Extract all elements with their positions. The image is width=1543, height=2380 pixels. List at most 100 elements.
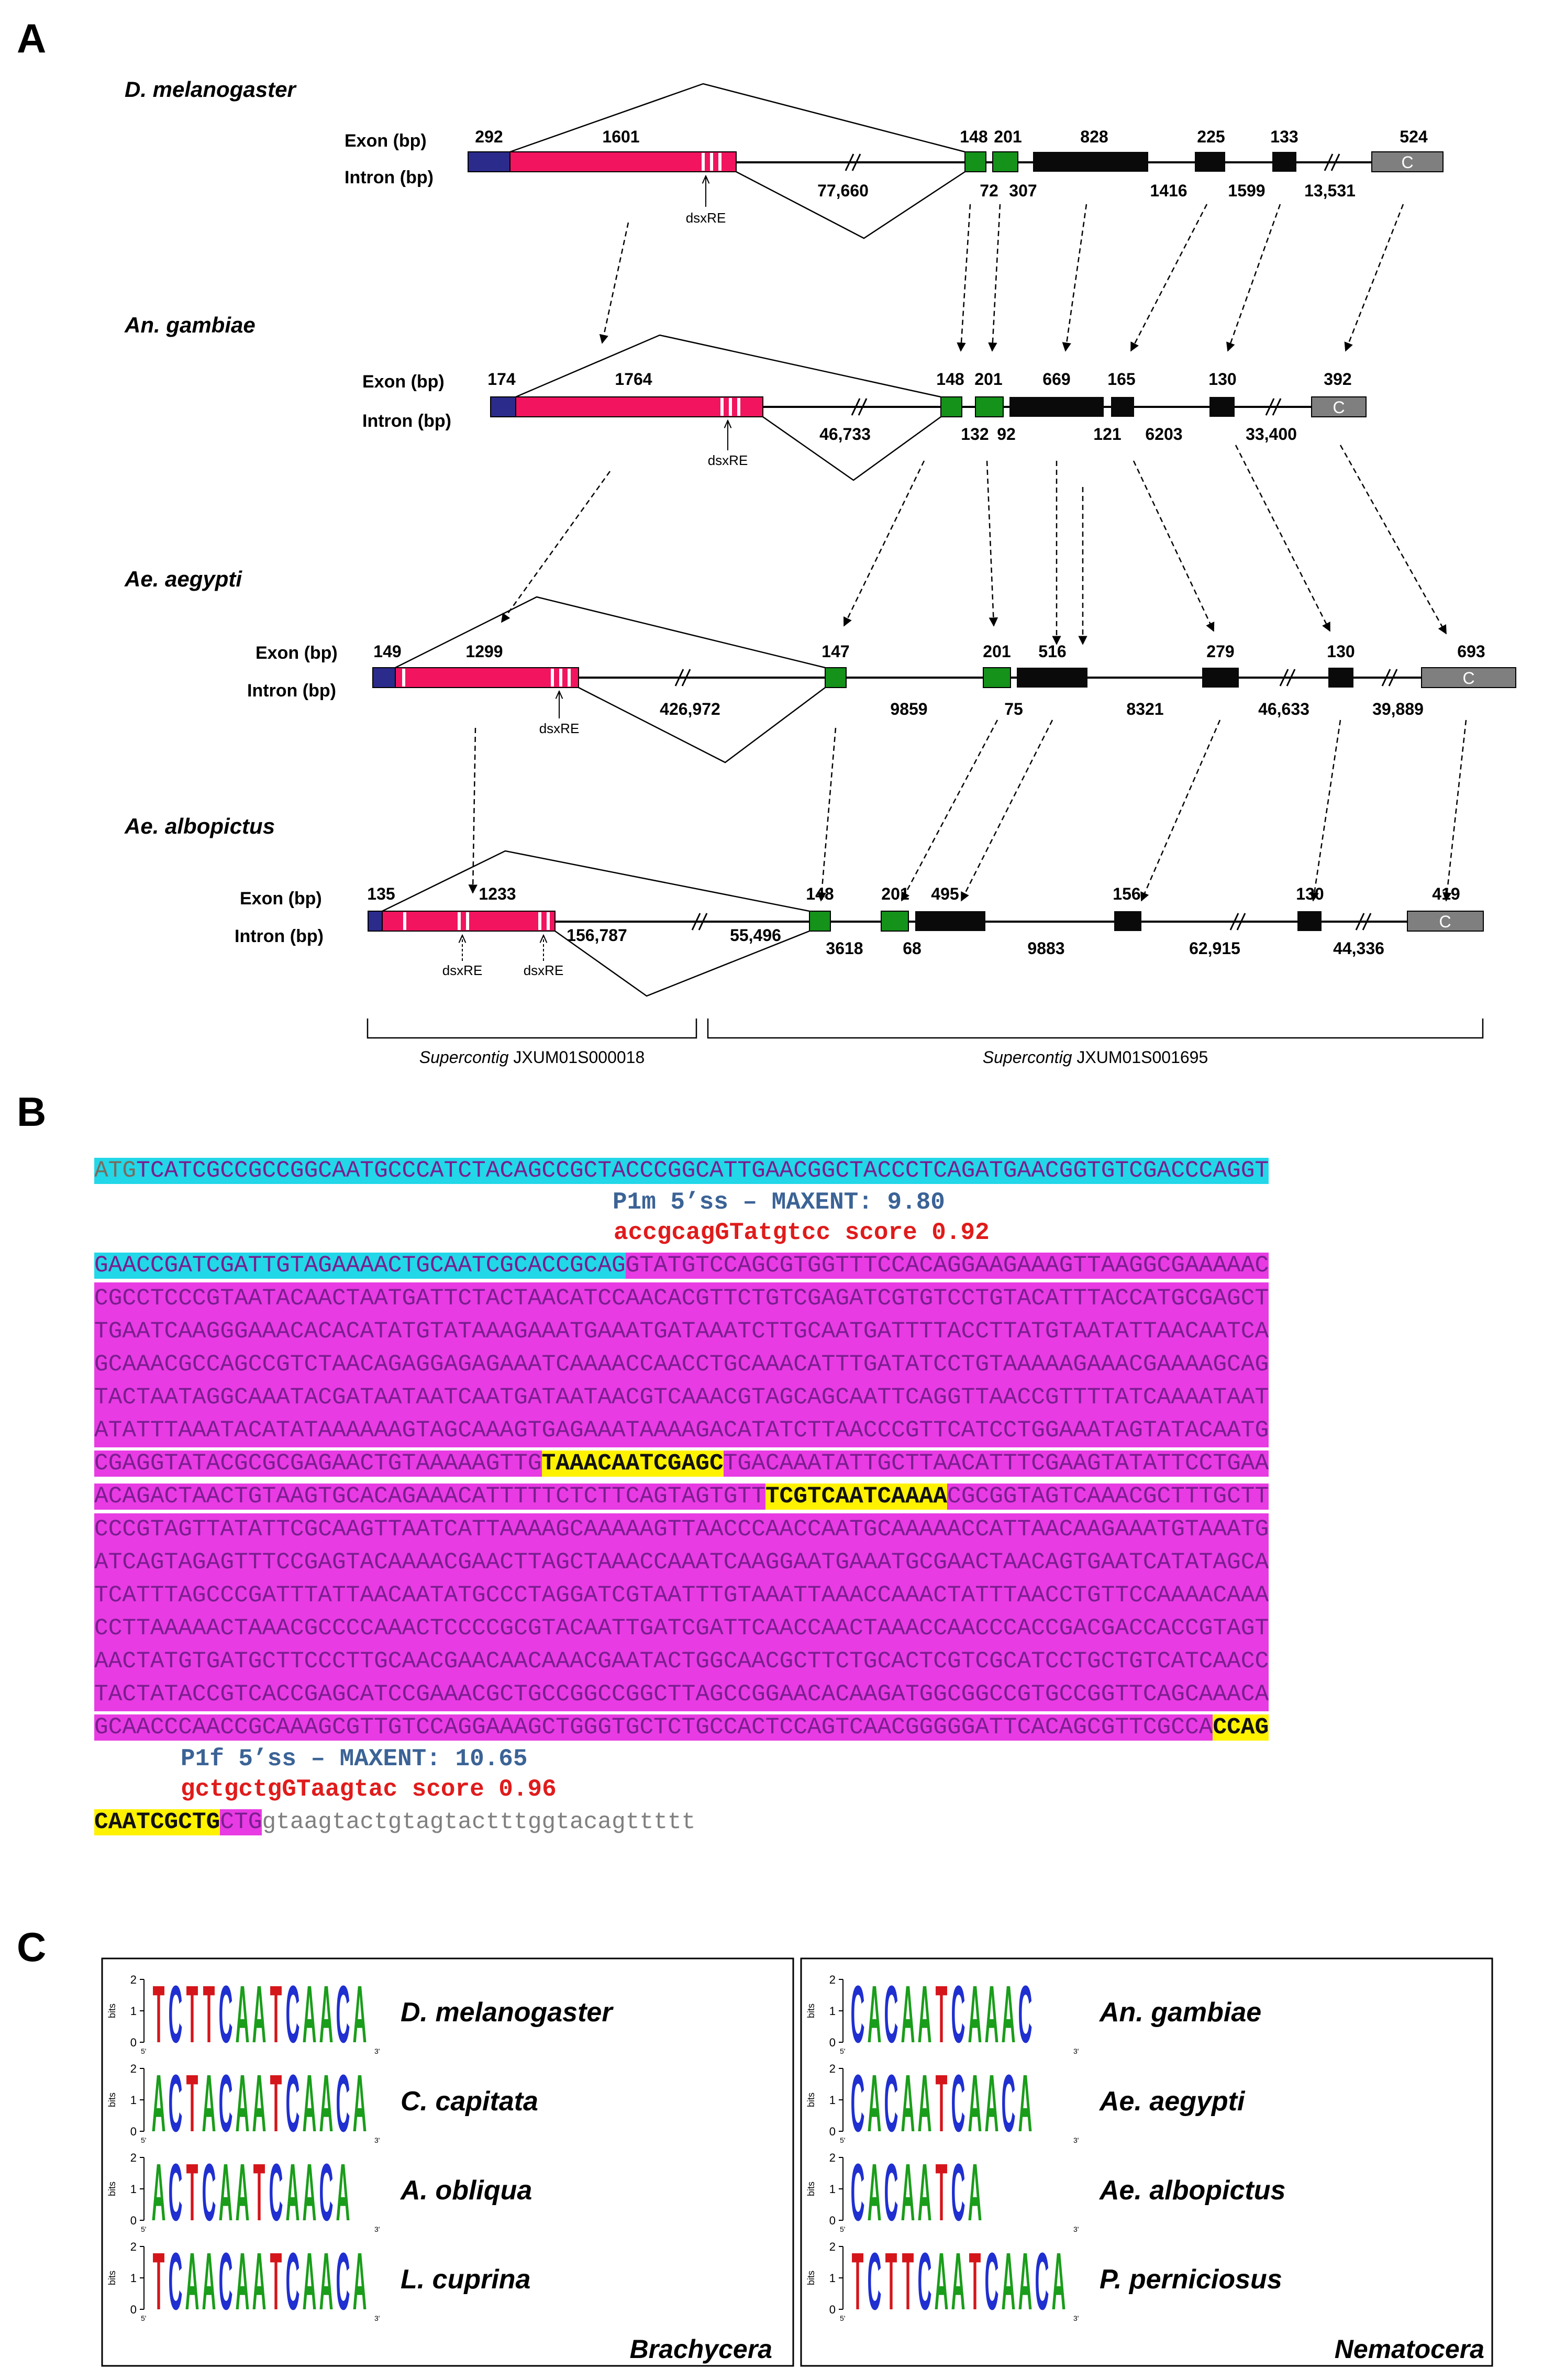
exon-length: 292	[475, 127, 503, 146]
seq-line-end: CAATCGCTGCTGgtaagtactgtagtactttggtacagtt…	[94, 1806, 1518, 1839]
logo-letter: T	[936, 2147, 948, 2238]
exon-box	[1328, 668, 1353, 688]
dsxre-label: dsxRE	[686, 210, 726, 226]
splice-arc-upper	[395, 596, 826, 669]
logo-axis-label: bits	[107, 2271, 117, 2285]
logo-axis-label: bits	[107, 2182, 117, 2196]
seq-line-last: GCAACCCAACCGCAAAGCGTTGTCCAGGAAAGCTGGGTGC…	[94, 1711, 1518, 1744]
exon-box	[1017, 668, 1087, 688]
logo-5prime: 5'	[840, 2047, 845, 2055]
seq-line-dsxre-2: ACAGACTAACTGTAAGTGCACAGAAACATTTTTCTCTTCA…	[94, 1480, 1518, 1513]
logo-species-name: D. melanogaster	[401, 1997, 614, 2028]
p1f-title: P1f 5’ss – MAXENT: 10.65	[181, 1745, 528, 1773]
logo-letter: A	[901, 2058, 915, 2149]
exon-length: 1764	[615, 370, 652, 389]
exon-box	[1202, 668, 1239, 688]
intron-length: 92	[997, 425, 1016, 444]
logo-5prime: 5'	[840, 2136, 845, 2144]
logo-tick-label: 2	[829, 2151, 836, 2164]
logo-tick-label: 1	[829, 2183, 836, 2196]
seq-line: TCATTTAGCCCGATTTATTAACAATATGCCCTAGGATCGT…	[94, 1579, 1269, 1612]
logo-letter: C	[985, 2236, 999, 2327]
logo-letter: C	[169, 1969, 183, 2060]
logo-tick-label: 2	[829, 1973, 836, 1986]
logo-letter: C	[951, 1969, 965, 2060]
intron-length: 307	[1009, 181, 1037, 200]
supercontig-label-1: Supercontig JXUM01S000018	[419, 1048, 645, 1067]
exon-length: 419	[1432, 884, 1460, 903]
logo-tick-label: 2	[130, 2240, 137, 2253]
seq-line: ATATTTAAATACATATAAAAAAGTAGCAAAGTGAGAAATA…	[94, 1414, 1269, 1447]
logo-species-name: L. cuprina	[401, 2264, 530, 2295]
logo-letter: A	[1002, 1969, 1016, 2060]
logo-letter: C	[336, 2058, 350, 2149]
c-label: C	[1333, 398, 1345, 417]
logo-letter: T	[270, 2236, 282, 2327]
dsxre-mark	[568, 669, 571, 687]
logo-letter: T	[153, 1969, 165, 2060]
splice-arc-upper	[515, 334, 941, 398]
intron-length: 62,915	[1189, 939, 1240, 958]
dsxre-mark	[729, 398, 732, 416]
logo-letter: A	[353, 2236, 367, 2327]
intron-sequence: gtaagtactgtagtactttggtacagttttt	[262, 1809, 696, 1835]
exon-length: 1233	[479, 884, 516, 903]
logo-letter: A	[236, 2058, 250, 2149]
logo-letter: A	[1052, 2236, 1066, 2327]
logo-letter: A	[985, 1969, 999, 2060]
logo-letter: C	[286, 1969, 300, 2060]
exon-length: 130	[1327, 642, 1355, 661]
logo-3prime: 3'	[1073, 2136, 1079, 2144]
logo-letter: A	[236, 2147, 250, 2238]
species-name: Ae. albopictus	[124, 814, 275, 838]
exon-row-label: Exon (bp)	[345, 131, 427, 151]
logo-letter: A	[868, 2058, 882, 2149]
seq-magenta: ACAGACTAACTGTAAGTGCACAGAAACATTTTTCTCTTCA…	[94, 1484, 765, 1510]
exon-box	[940, 396, 962, 417]
intron-length: 3618	[826, 939, 863, 958]
logo-letter: A	[868, 1969, 882, 2060]
logo-tick-label: 0	[130, 2214, 137, 2227]
logo-letter: C	[219, 2236, 233, 2327]
c-label: C	[1462, 669, 1474, 688]
c-terminal-exon	[1311, 396, 1367, 417]
logo-letter: A	[252, 1969, 267, 2060]
logo-tick-label: 1	[130, 2183, 137, 2196]
logo-letter: A	[152, 2147, 166, 2238]
exon-length: 201	[974, 370, 1002, 389]
logo-letter: C	[851, 2058, 865, 2149]
logo-tick-label: 1	[130, 2005, 137, 2018]
exon-box	[1114, 911, 1141, 931]
logo-letter: C	[336, 2236, 350, 2327]
group-name: Nematocera	[1335, 2334, 1484, 2364]
exon-length: 201	[881, 884, 909, 903]
supercontig-label-2: Supercontig JXUM01S001695	[983, 1048, 1208, 1067]
species-row-ae-albopictus: Ae. albopictus Exon (bp) Intron (bp) C d…	[124, 814, 1484, 997]
dsxre-highlight: TCGTCAATCAAAA	[765, 1484, 947, 1510]
exon-length: 516	[1038, 642, 1066, 661]
logo-letter: A	[353, 1969, 367, 2060]
exon-box	[1297, 911, 1322, 931]
logo-letter: A	[236, 1969, 250, 2060]
c-label: C	[1439, 912, 1451, 931]
logo-axis-label: bits	[806, 2182, 816, 2196]
logo-letter: C	[219, 1969, 233, 2060]
utr-box	[372, 667, 396, 688]
logo-tick-label: 2	[130, 2062, 137, 2075]
exon-length: 148	[936, 370, 964, 389]
seq-line: AACTATGTGATGCTTCCCTTGCAACGAACAACAAACGAAT…	[94, 1645, 1269, 1678]
exon-box	[992, 151, 1018, 172]
seq-magenta: CTG	[220, 1809, 262, 1835]
logo-letter: C	[219, 2058, 233, 2149]
logo-letter: A	[202, 2236, 216, 2327]
correspondence-arrows-2	[501, 445, 1447, 645]
logo-letter: T	[936, 2058, 948, 2149]
logo-tick-label: 1	[130, 2272, 137, 2285]
dsxre-highlight: CCAG	[1213, 1714, 1269, 1741]
logo-5prime: 5'	[141, 2047, 146, 2055]
dsxre-mark	[547, 912, 550, 930]
dsxre-mark	[538, 912, 541, 930]
p1m-title: P1m 5’ss – MAXENT: 9.80	[613, 1189, 945, 1216]
